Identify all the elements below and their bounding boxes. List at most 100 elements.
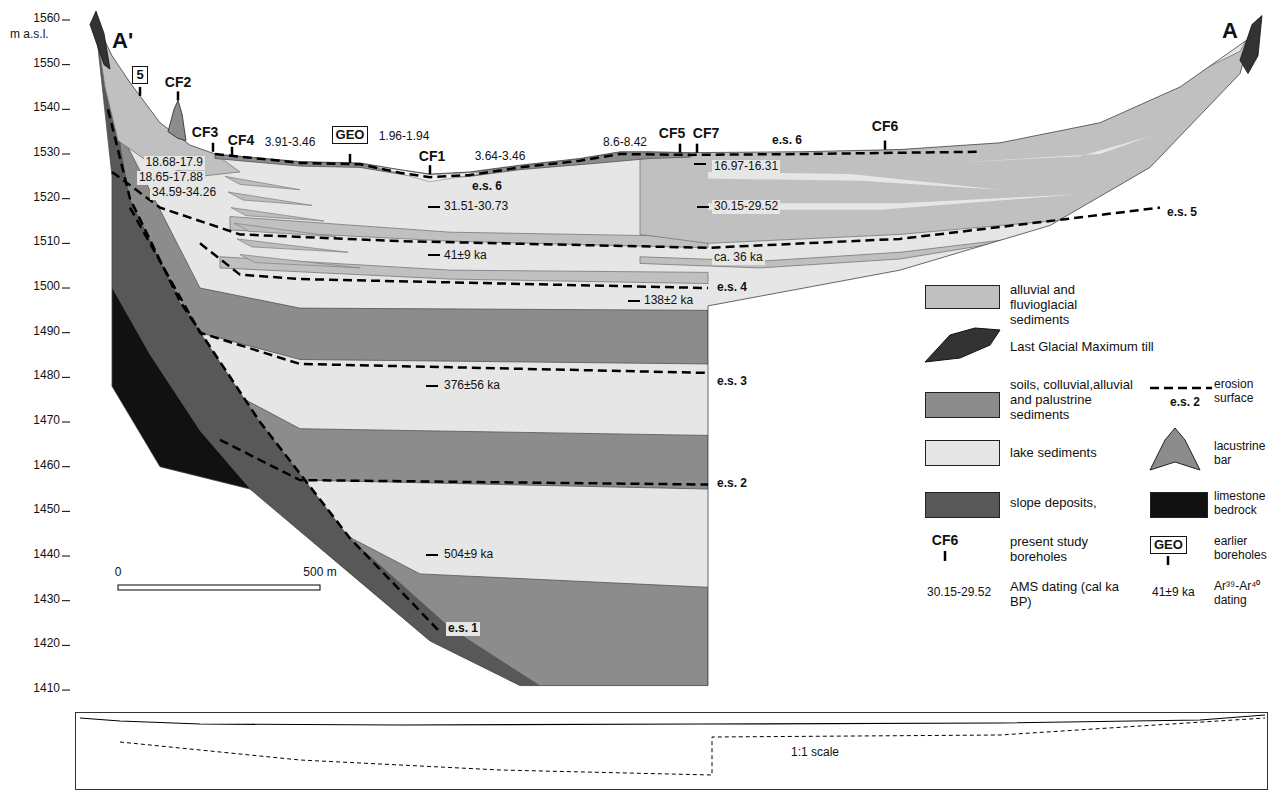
axis-label: 1420 bbox=[33, 637, 60, 651]
axis-label: 1550 bbox=[33, 57, 60, 71]
alluvial-interfinger bbox=[231, 208, 324, 221]
layers bbox=[95, 0, 1270, 735]
lake-tongue bbox=[950, 136, 1150, 163]
dating-mark bbox=[694, 163, 706, 165]
axis-tick bbox=[62, 243, 70, 244]
axis-tick bbox=[62, 198, 70, 199]
section-end: A' bbox=[112, 28, 133, 53]
axis-label: 1560 bbox=[33, 12, 60, 26]
legend-text: erosion surface bbox=[1214, 378, 1272, 406]
axis-label: 1430 bbox=[33, 593, 60, 607]
erosion-label: e.s. 6 bbox=[770, 134, 804, 148]
dating-mark bbox=[697, 206, 709, 208]
date-label: 8.6-8.42 bbox=[601, 136, 649, 150]
borehole-name: CF1 bbox=[419, 148, 445, 164]
legend-bar-sample bbox=[1150, 428, 1200, 470]
legend-text: earlier boreholes bbox=[1214, 535, 1272, 563]
axis-tick bbox=[62, 288, 70, 289]
legend-text: slope deposits, bbox=[1010, 496, 1140, 511]
erosion-label: e.s. 1 bbox=[446, 622, 480, 636]
inset-basin bbox=[120, 718, 1265, 775]
axis-label: 1520 bbox=[33, 191, 60, 205]
borehole-mark bbox=[231, 147, 234, 156]
borehole-box: GEO bbox=[332, 126, 369, 144]
borehole-name: 5 bbox=[136, 67, 143, 83]
axis-label: 1540 bbox=[33, 101, 60, 115]
borehole-name: CF7 bbox=[693, 125, 719, 141]
axis-label: 1500 bbox=[33, 280, 60, 294]
borehole-box: 5 bbox=[132, 66, 147, 84]
axis-label: 500 m bbox=[303, 566, 336, 580]
erosion-surface bbox=[220, 440, 708, 485]
axis-tick bbox=[62, 422, 70, 423]
borehole-name: CF4 bbox=[228, 132, 254, 148]
legend-text: soils, colluvial,alluvial and palustrine… bbox=[1010, 378, 1140, 423]
alluvial-interfinger bbox=[240, 255, 360, 268]
scale-note: 1:1 scale bbox=[791, 745, 839, 759]
erosion-label: e.s. 2 bbox=[1168, 396, 1202, 410]
axis-label: 1440 bbox=[33, 548, 60, 562]
axis-label: 1450 bbox=[33, 503, 60, 517]
axis-tick bbox=[62, 556, 70, 557]
legend-swatch bbox=[1150, 492, 1208, 518]
date-label: 18.65-17.88 bbox=[137, 171, 205, 185]
alluvial-interfinger bbox=[237, 239, 348, 252]
legend-text: lake sediments bbox=[1010, 446, 1140, 461]
alluvial-band bbox=[230, 217, 708, 248]
borehole-mark bbox=[177, 91, 180, 100]
legend-swatch bbox=[925, 492, 1000, 518]
axis-label: 1470 bbox=[33, 414, 60, 428]
section-outline bbox=[95, 20, 1250, 686]
erosion-surface bbox=[130, 208, 708, 373]
borehole-name: CF2 bbox=[165, 74, 191, 90]
inset-panel: 1:1 scale bbox=[75, 712, 1268, 790]
alluvial-interfinger bbox=[228, 192, 312, 205]
date-label: 34.59-34.26 bbox=[150, 186, 218, 200]
date-label: 138±2 ka bbox=[642, 294, 695, 308]
alluvial-interfinger bbox=[225, 176, 300, 189]
axis-tick bbox=[62, 109, 70, 110]
lake-tongue bbox=[708, 172, 1000, 190]
erosion-surface bbox=[200, 243, 708, 288]
date-label: ca. 36 ka bbox=[712, 251, 765, 265]
lacustrine-bar bbox=[168, 100, 186, 140]
borehole-name: CF6 bbox=[932, 532, 958, 548]
date-label: 504±9 ka bbox=[442, 548, 495, 562]
axis-tick bbox=[62, 511, 70, 512]
erosion-label: e.s. 6 bbox=[470, 180, 504, 194]
date-label: 3.91-3.46 bbox=[263, 136, 318, 150]
erosion-label: e.s. 3 bbox=[715, 375, 749, 389]
dating-mark bbox=[428, 254, 440, 256]
erosion-surface bbox=[112, 172, 1160, 248]
dating-mark bbox=[428, 206, 440, 208]
axis-label: 1510 bbox=[33, 235, 60, 249]
alluvial-wedge bbox=[95, 20, 240, 176]
scale-bar bbox=[118, 585, 320, 590]
erosion-label: e.s. 5 bbox=[1165, 206, 1199, 220]
dating-mark bbox=[628, 300, 640, 302]
borehole-mark bbox=[696, 144, 699, 153]
date-label: 376±56 ka bbox=[442, 379, 502, 393]
legend-swatch bbox=[925, 440, 1000, 466]
axis-label: 1490 bbox=[33, 325, 60, 339]
axis-label: 1480 bbox=[33, 369, 60, 383]
dating-mark bbox=[426, 554, 438, 556]
axis-tick bbox=[62, 600, 70, 601]
limestone-bedrock bbox=[112, 288, 250, 489]
slope-deposits bbox=[95, 20, 540, 686]
date-label: 30.15-29.52 bbox=[712, 200, 780, 214]
date-label: 30.15-29.52 bbox=[925, 586, 993, 600]
till bbox=[1240, 16, 1262, 74]
legend-till-sample bbox=[925, 328, 1000, 362]
legend-swatch bbox=[925, 392, 1000, 418]
date-label: 41±9 ka bbox=[1150, 586, 1197, 600]
borehole-box: GEO bbox=[1150, 536, 1187, 554]
axis-tick bbox=[62, 466, 70, 467]
legend-text: limestone bedrock bbox=[1214, 490, 1272, 518]
axis-label: 1410 bbox=[33, 682, 60, 696]
borehole-name: CF3 bbox=[192, 124, 218, 140]
date-label: 16.97-16.31 bbox=[712, 160, 780, 174]
borehole-name: GEO bbox=[336, 127, 365, 143]
legend-text: lacustrine bar bbox=[1214, 440, 1272, 468]
legend-text: AMS dating (cal ka BP) bbox=[1010, 580, 1130, 610]
